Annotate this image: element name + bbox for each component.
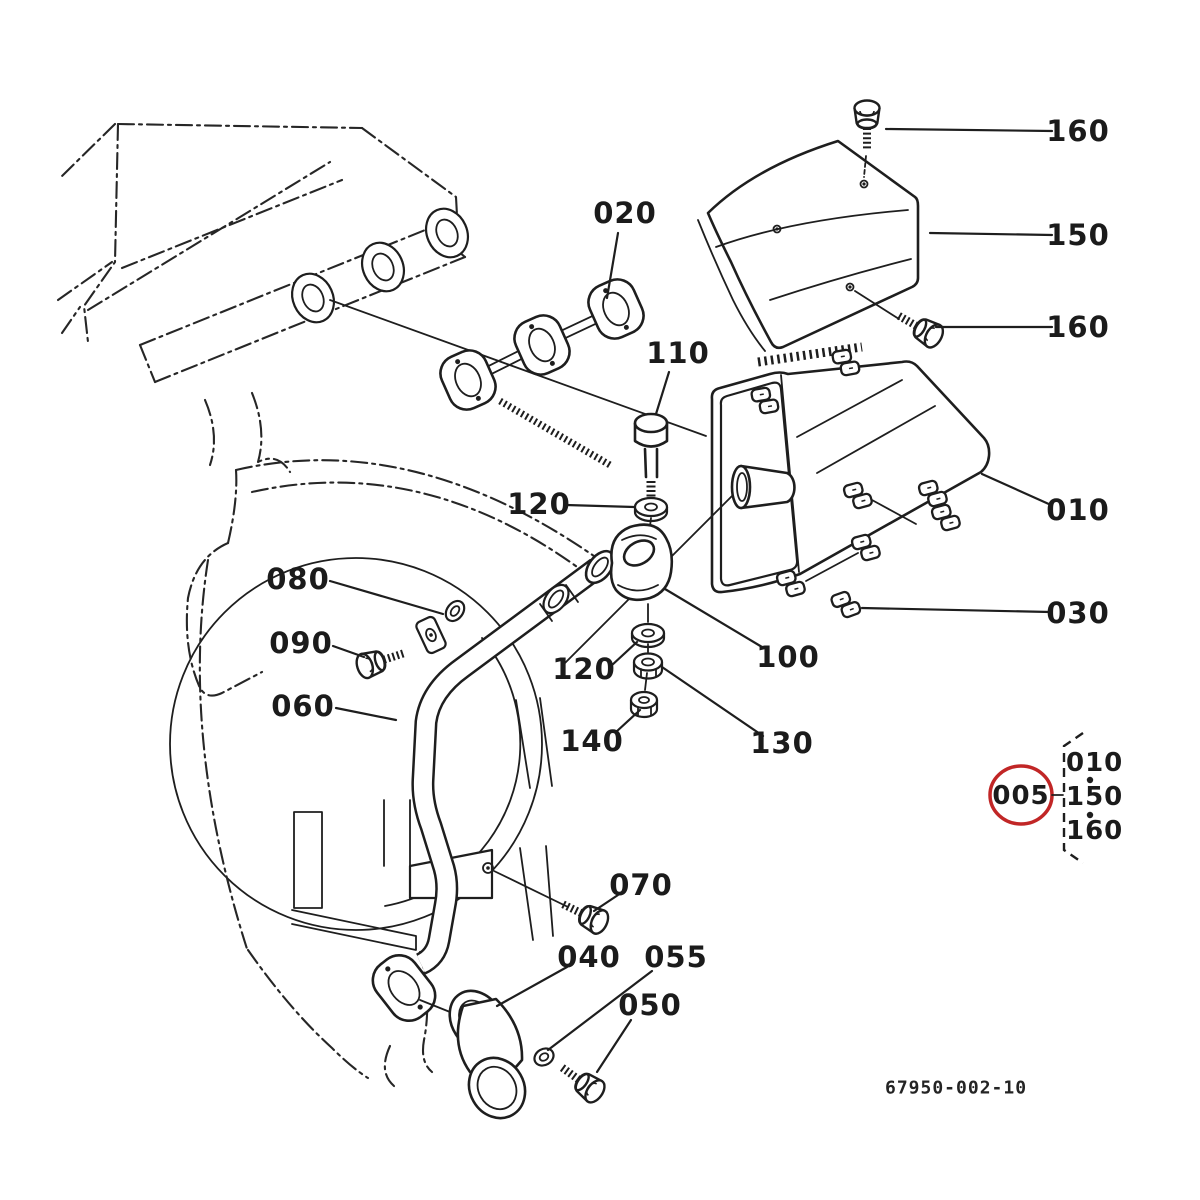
leader-070 (592, 893, 620, 913)
group-callout-005: 005 010 150 160 (988, 732, 1123, 864)
clamp-nut (444, 599, 466, 623)
callout-140: 140 (560, 724, 624, 758)
pipe-end-flange (371, 953, 437, 1023)
callout-120-lower: 120 (552, 652, 616, 686)
washer-120-upper (633, 496, 669, 523)
callout-010: 010 (1046, 493, 1110, 527)
exhaust-port (360, 241, 406, 293)
callout-040: 040 (557, 940, 621, 974)
callout-030: 030 (1046, 596, 1110, 630)
bolt-050 (554, 1057, 609, 1106)
clamp-030 (829, 587, 863, 622)
list-dot (1086, 776, 1094, 784)
nut-130 (632, 652, 664, 680)
callout-160-side: 160 (1046, 310, 1110, 344)
leader-130 (660, 665, 765, 738)
assembly-axis-line (329, 299, 707, 437)
callout-110: 110 (646, 336, 710, 370)
bolt-160-side (854, 290, 947, 351)
leader-080 (328, 579, 445, 616)
callout-120-upper: 120 (507, 487, 571, 521)
muffler-inlet-stub (730, 464, 796, 510)
manifold-gasket-020 (439, 278, 645, 411)
leader-060 (334, 706, 398, 722)
callout-labels: 020 110 160 150 160 010 030 120 080 090 … (266, 114, 1110, 1022)
exhaust-pipe-060 (411, 549, 616, 975)
muffler-top-strap (757, 342, 863, 367)
leader-120-lower (609, 640, 639, 668)
washer-120-lower (630, 622, 666, 649)
gasket-flange (439, 349, 497, 411)
group-bracket (1062, 732, 1084, 864)
callout-150: 150 (1046, 218, 1110, 252)
bolt-090 (354, 641, 409, 680)
callout-050: 050 (618, 988, 682, 1022)
leader-030 (860, 606, 1052, 614)
gasket-flange (513, 314, 571, 376)
bolt-110 (633, 412, 669, 501)
gasket-flange (587, 278, 645, 340)
muffler-010 (561, 342, 991, 667)
pipe-bracket-100 (609, 523, 674, 602)
callout-080: 080 (266, 562, 330, 596)
exhaust-port (290, 272, 336, 324)
bolt-070 (493, 870, 612, 937)
bolt-160-top (855, 101, 880, 178)
callout-130: 130 (750, 726, 814, 760)
leader-020 (605, 231, 620, 300)
callout-160-top: 160 (1046, 114, 1110, 148)
elbow-mouth (467, 1056, 527, 1120)
leader-100 (663, 587, 764, 649)
drawing-number: 67950-002-10 (885, 1078, 1027, 1099)
engine-cylinder-head (56, 122, 470, 474)
leader-150 (928, 231, 1054, 237)
shield-hole (772, 179, 869, 292)
flywheel-circle (169, 557, 543, 931)
leader-lines (328, 127, 1054, 1074)
washer-055 (533, 1047, 555, 1067)
mounting-stud (498, 397, 612, 469)
group-item-160: 160 (1066, 816, 1123, 846)
tail-pipe-elbow-040 (448, 989, 527, 1120)
bolt-hole (482, 862, 494, 874)
nut-140 (629, 690, 659, 719)
callout-090: 090 (269, 626, 333, 660)
group-item-010: 010 (1066, 748, 1123, 778)
leader-010 (980, 472, 1053, 507)
callout-055: 055 (644, 940, 708, 974)
callout-005: 005 (992, 781, 1049, 811)
callout-070: 070 (609, 868, 673, 902)
leader-160-top (884, 127, 1054, 133)
callout-060: 060 (271, 689, 335, 723)
leader-140 (614, 708, 642, 734)
callout-020: 020 (593, 196, 657, 230)
heat-shield-150 (697, 139, 920, 352)
pipe-clamp-080 (415, 615, 447, 655)
exhaust-port (424, 207, 470, 259)
leader-090 (331, 644, 366, 659)
list-dot (1086, 811, 1094, 819)
leader-050 (595, 1018, 633, 1074)
leader-040 (495, 965, 569, 1008)
leader-110 (654, 370, 671, 416)
leader-120-upper (564, 503, 636, 509)
muffler-clamp (849, 531, 882, 564)
group-item-150: 150 (1066, 782, 1123, 812)
muffler-clamp (929, 501, 962, 534)
leader-055 (546, 969, 654, 1052)
callout-100: 100 (756, 640, 820, 674)
